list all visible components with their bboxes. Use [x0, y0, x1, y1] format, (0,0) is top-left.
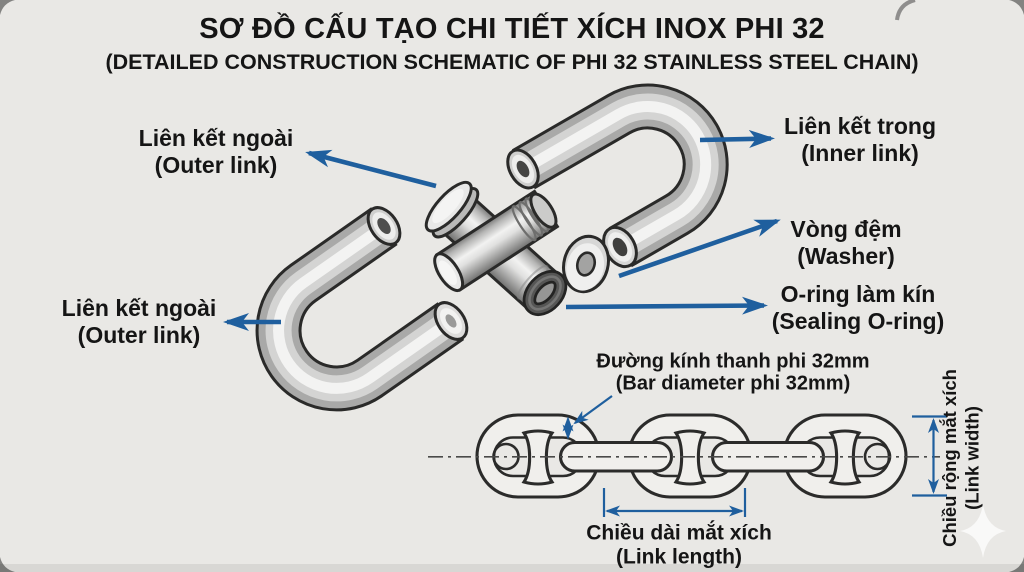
page-title: SƠ ĐỒ CẤU TẠO CHI TIẾT XÍCH INOX PHI 32 [199, 13, 825, 45]
sparkle-icon [960, 504, 1006, 558]
label-inner-link: Liên kết trong (Inner link) [784, 113, 936, 167]
label-washer: Vòng đệm (Washer) [790, 216, 901, 270]
bar-diameter-leader [573, 395, 613, 425]
tube-end [433, 301, 469, 341]
label-washer-en: (Washer) [797, 243, 895, 269]
washer-3d [562, 234, 610, 294]
label-washer-vi: Vòng đệm [790, 216, 902, 243]
chain-link [782, 413, 908, 499]
stud [521, 429, 555, 486]
dimension-annotations [562, 395, 947, 517]
label-bar-diameter: Đường kính thanh phi 32mm (Bar diameter … [596, 351, 869, 396]
label-sealing-oring: O-ring làm kín (Sealing O-ring) [772, 281, 945, 335]
exploded-3d-view [255, 83, 729, 412]
label-link-length-vi: Chiều dài mắt xích [586, 521, 772, 545]
label-sealing-oring-vi: O-ring làm kín [780, 281, 936, 308]
label-outer-link-bottom-en: (Outer link) [77, 322, 201, 348]
inner-link-3d [506, 83, 729, 269]
arrow-to-inner-link [699, 129, 775, 148]
label-link-width-en: (Link width) [962, 406, 983, 510]
label-inner-link-en: (Inner link) [801, 140, 919, 166]
label-outer-link-bottom: Liên kết ngoài (Outer link) [62, 295, 217, 349]
arrow-to-sealing-oring [565, 296, 768, 315]
label-inner-link-vi: Liên kết trong [783, 113, 937, 140]
label-outer-link-top: Liên kết ngoài (Outer link) [139, 125, 294, 179]
label-sealing-oring-en: (Sealing O-ring) [771, 308, 945, 334]
stud [828, 429, 862, 486]
tube-end [366, 206, 402, 246]
arrow-to-outer-link-top [305, 149, 437, 189]
label-link-width: Chiều rộng mắt xích (Link width) [939, 369, 983, 547]
chain-drawing [428, 413, 940, 499]
label-bar-diameter-en: (Bar diameter phi 32mm) [615, 373, 851, 395]
thread-ridge [518, 201, 544, 237]
label-link-length-en: (Link length) [616, 545, 742, 568]
outer-link-3d [255, 206, 469, 412]
label-outer-link-top-en: (Outer link) [154, 152, 278, 178]
label-arrows [223, 129, 781, 331]
label-outer-link-bottom-vi: Liên kết ngoài [61, 295, 217, 322]
tube-end [602, 225, 638, 269]
o-ring-3d [522, 270, 568, 316]
page-subtitle: (DETAILED CONSTRUCTION SCHEMATIC OF PHI … [105, 50, 919, 74]
label-link-width-vi: Chiều rộng mắt xích [939, 369, 960, 547]
tube-end [506, 148, 540, 190]
label-outer-link-top-vi: Liên kết ngoài [138, 125, 294, 152]
label-link-length: Chiều dài mắt xích (Link length) [586, 521, 772, 568]
label-bar-diameter-vi: Đường kính thanh phi 32mm [596, 350, 870, 373]
arrow-to-washer [618, 218, 781, 279]
